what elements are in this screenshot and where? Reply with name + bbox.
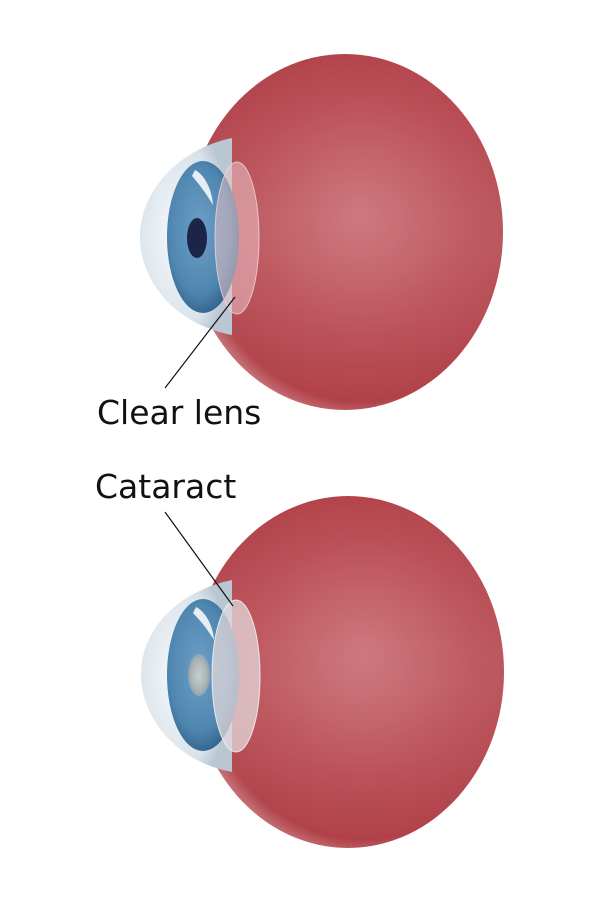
iris-glare	[193, 607, 214, 640]
clear-lens-leader-line	[164, 296, 236, 389]
cataract-lens	[211, 599, 261, 753]
cataract-eye: Cataract	[95, 467, 504, 848]
cataract-label: Cataract	[95, 467, 236, 506]
eyeball-highlight	[192, 496, 504, 848]
pupil	[187, 218, 207, 258]
cataract-leader-line	[164, 511, 234, 607]
clouded-pupil	[188, 654, 210, 696]
clear-lens	[214, 161, 260, 315]
clear-lens-label: Clear lens	[97, 393, 261, 432]
eyeball-highlight	[187, 54, 503, 410]
iris-glare	[192, 170, 213, 205]
clear-lens-eye: Clear lens	[97, 54, 503, 432]
